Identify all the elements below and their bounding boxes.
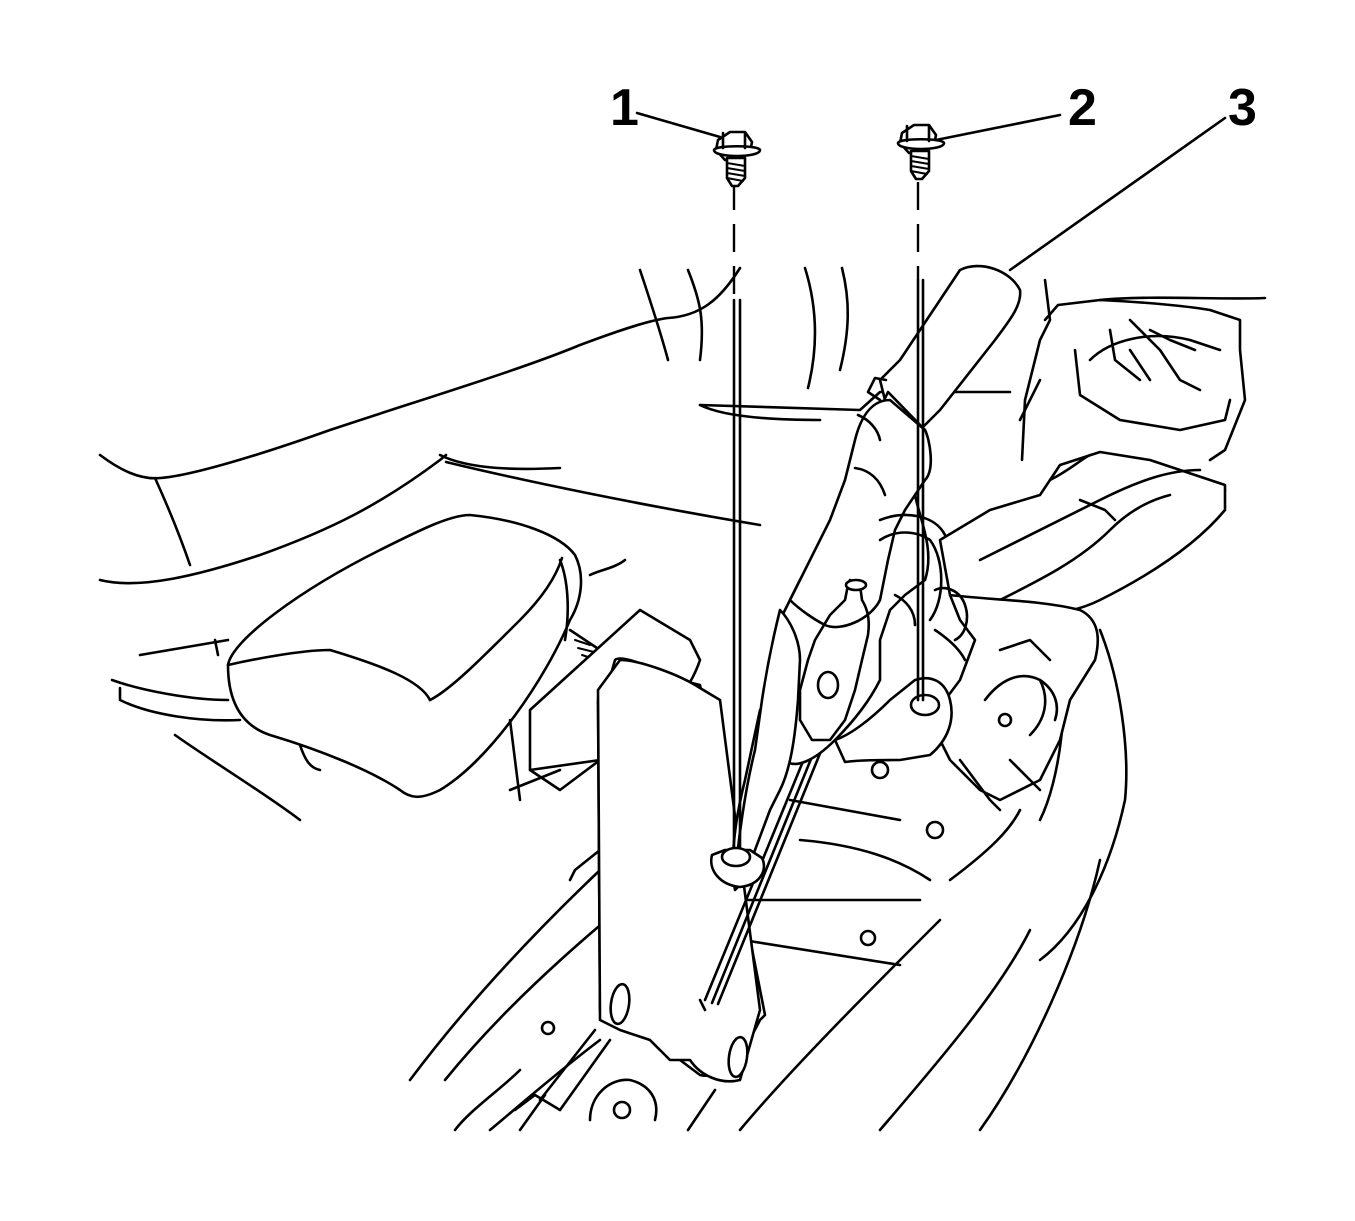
callout-label: 2: [1068, 79, 1097, 137]
bolt-1: [709, 130, 766, 889]
callout-1: 1: [610, 79, 722, 139]
cable-guide: [596, 657, 767, 1083]
callout-3: 3: [1008, 79, 1257, 272]
bolt-2: [896, 123, 946, 702]
callout-label: 3: [1228, 79, 1257, 137]
parking-brake-lever: [731, 264, 1022, 892]
bolt-icon: [712, 130, 762, 188]
bolt-icon: [896, 123, 946, 181]
callout-label: 1: [610, 79, 639, 137]
callout-2: 2: [934, 79, 1097, 142]
left-seat-area: [98, 266, 1012, 822]
floor-tunnel: [408, 628, 1128, 1132]
console-box: [110, 513, 627, 799]
rear-floor-structure: [938, 278, 1267, 812]
